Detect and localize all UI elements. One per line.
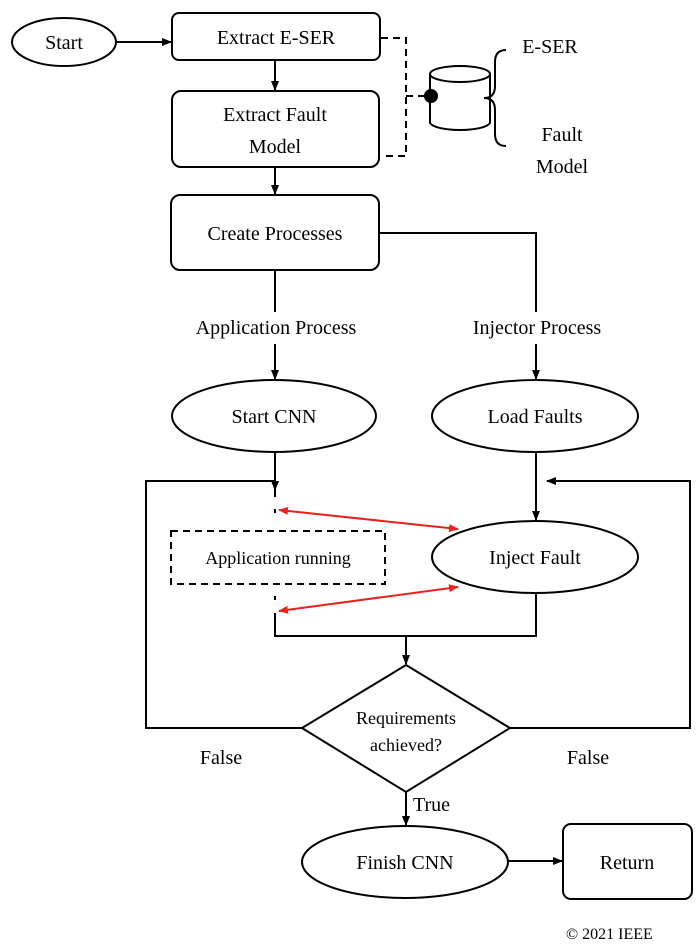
extract-fault-model-label-2: Model bbox=[249, 136, 302, 158]
start-label: Start bbox=[45, 32, 83, 54]
database-brace bbox=[483, 49, 507, 147]
database-label-fault-2: Model bbox=[536, 156, 589, 178]
interaction-arrow-bottom bbox=[278, 584, 459, 614]
extract-fault-model-node: Extract Fault Model bbox=[171, 90, 380, 168]
extract-eser-node: Extract E-SER bbox=[171, 12, 381, 61]
start-node: Start bbox=[11, 17, 117, 67]
database-label-fault-1: Fault bbox=[541, 124, 583, 146]
edge-label-injector-process: Injector Process bbox=[473, 317, 602, 339]
edge-label-false-left: False bbox=[200, 747, 242, 769]
create-processes-label: Create Processes bbox=[208, 223, 343, 245]
database-dashed-connector bbox=[381, 37, 430, 157]
edge-label-false-right: False bbox=[567, 747, 609, 769]
edge-false-right-loop bbox=[510, 477, 691, 729]
edge-create-to-injector-process bbox=[379, 232, 537, 312]
edge-label-application-process: Application Process bbox=[196, 317, 357, 339]
inject-fault-label: Inject Fault bbox=[489, 547, 581, 569]
load-faults-node: Load Faults bbox=[431, 379, 639, 453]
requirements-decision: Requirements achieved? bbox=[300, 663, 512, 794]
load-faults-label: Load Faults bbox=[488, 406, 583, 428]
inject-fault-node: Inject Fault bbox=[431, 520, 639, 594]
start-cnn-label: Start CNN bbox=[232, 406, 317, 428]
edge-false-left-loop bbox=[145, 480, 302, 729]
interaction-arrow-top bbox=[278, 506, 459, 533]
extract-eser-label: Extract E-SER bbox=[217, 27, 336, 49]
decision-label-2: achieved? bbox=[370, 735, 442, 755]
finish-cnn-label: Finish CNN bbox=[356, 852, 453, 874]
return-label: Return bbox=[600, 852, 654, 874]
return-node: Return bbox=[562, 823, 693, 900]
edge-inject-to-merge bbox=[406, 593, 537, 637]
decision-label-1: Requirements bbox=[356, 708, 456, 728]
database-connector-dot bbox=[424, 89, 438, 103]
database-label-eser: E-SER bbox=[522, 36, 578, 58]
database-icon bbox=[429, 65, 491, 131]
extract-fault-model-label-1: Extract Fault bbox=[223, 104, 327, 126]
copyright-notice: © 2021 IEEE bbox=[566, 926, 653, 943]
create-processes-node: Create Processes bbox=[170, 194, 380, 271]
finish-cnn-node: Finish CNN bbox=[301, 825, 509, 899]
application-running-label: Application running bbox=[205, 548, 350, 568]
start-cnn-node: Start CNN bbox=[171, 379, 377, 453]
edge-label-true: True bbox=[413, 794, 450, 816]
application-running-box: Application running bbox=[170, 530, 386, 585]
edge-app-timeline-to-merge bbox=[274, 613, 406, 637]
